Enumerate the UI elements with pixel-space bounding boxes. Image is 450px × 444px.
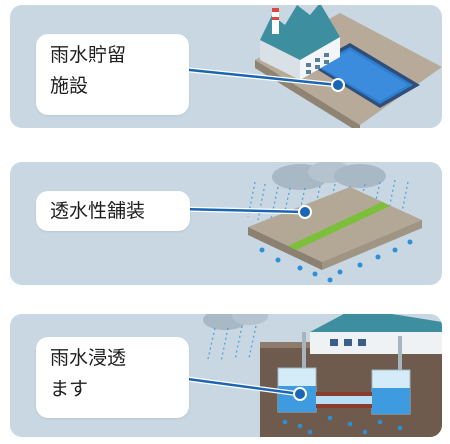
permeable-pavement-illustration [179,162,422,283]
infiltration-basin-illustration [179,314,442,437]
panel-permeable-pavement: 透水性舗装 [10,162,442,285]
label-permeable-pavement: 透水性舗装 [36,191,190,231]
panel-rainwater-storage: 雨水貯留 施設 [10,5,442,128]
label-infiltration-basin: 雨水浸透 ます [36,337,189,418]
label-rainwater-storage: 雨水貯留 施設 [36,34,189,115]
panel-infiltration-basin: 雨水浸透 ます [10,314,442,437]
storage-facility-illustration [179,5,442,128]
